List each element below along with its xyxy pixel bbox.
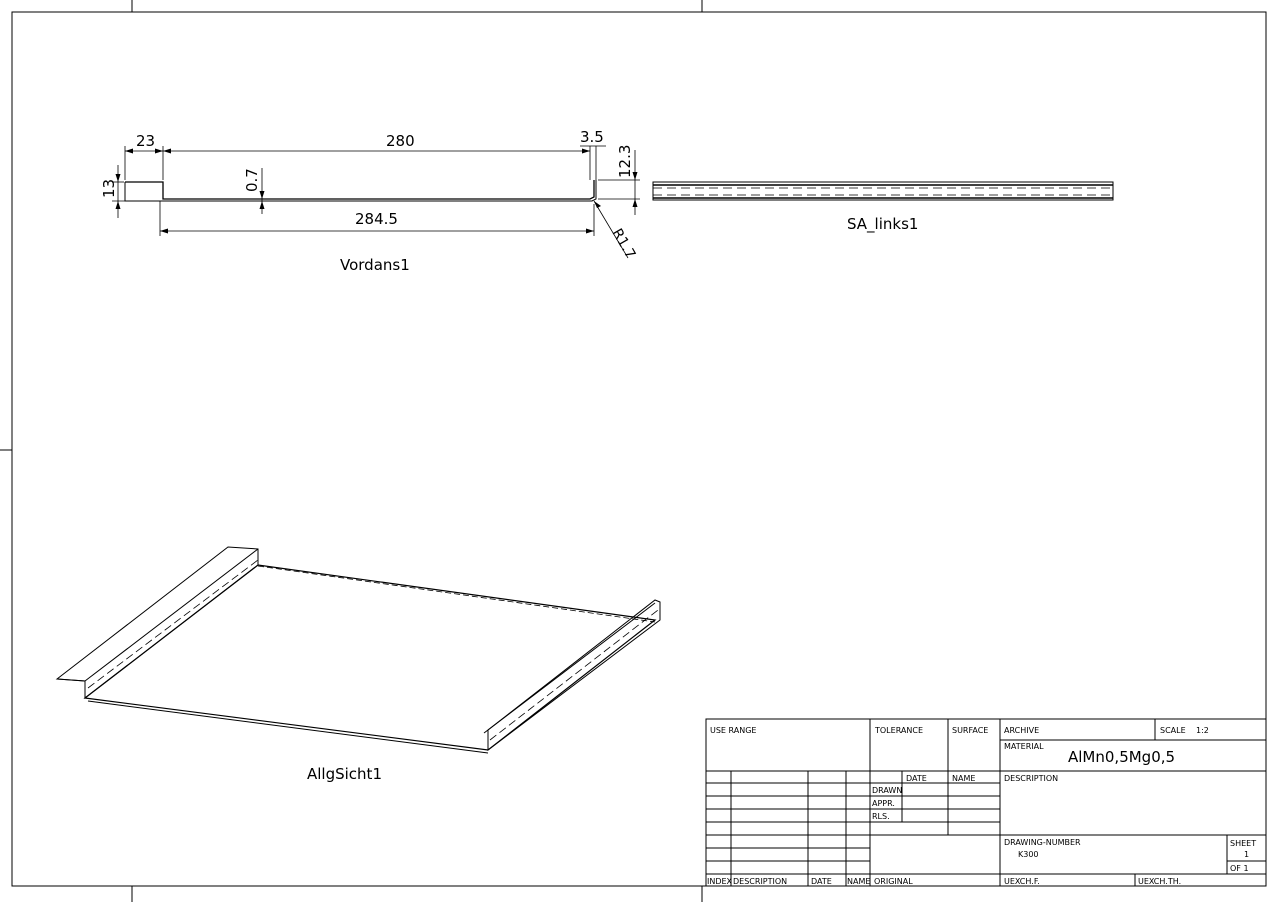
tb-material-value: AlMn0,5Mg0,5 xyxy=(1068,748,1175,766)
tb-of-label: OF 1 xyxy=(1230,864,1249,873)
title-block: USE RANGE TOLERANCE SURFACE ARCHIVE SCAL… xyxy=(705,718,1267,887)
tb-appr: APPR. xyxy=(872,799,895,808)
dim-r1-7: R1.7 xyxy=(609,226,639,262)
tb-archive: ARCHIVE xyxy=(1004,726,1039,735)
side-view: SA_links1 xyxy=(652,181,1114,234)
tb-drawing-number-label: DRAWING-NUMBER xyxy=(1004,838,1081,847)
tb-material-label: MATERIAL xyxy=(1004,742,1044,751)
dim-0-7: 0.7 xyxy=(243,168,261,192)
tb-use-range: USE RANGE xyxy=(710,726,756,735)
tb-index: INDEX xyxy=(707,877,733,886)
tb-scale-value: 1:2 xyxy=(1196,726,1209,735)
tb-sheet-value: 1 xyxy=(1244,850,1249,859)
tb-sheet-label: SHEET xyxy=(1230,839,1256,848)
tb-name: NAME xyxy=(952,774,975,783)
tb-exch-f: UEXCH.F. xyxy=(1004,877,1040,886)
tb-drawn: DRAWN xyxy=(872,786,902,795)
dim-23: 23 xyxy=(136,132,155,150)
front-view: 23 280 3.5 12.3 13 0.7 284.5 R1. xyxy=(100,128,640,274)
front-view-label: Vordans1 xyxy=(340,256,410,274)
tb-name2: NAME xyxy=(847,877,870,886)
tb-surface: SURFACE xyxy=(952,726,988,735)
iso-view: AllgSicht1 xyxy=(55,546,661,783)
tb-tolerance: TOLERANCE xyxy=(874,726,923,735)
tb-date2: DATE xyxy=(811,877,832,886)
tb-desc2: DESCRIPTION xyxy=(733,877,787,886)
iso-view-label: AllgSicht1 xyxy=(307,765,382,783)
tb-date: DATE xyxy=(906,774,927,783)
tb-original: ORIGINAL xyxy=(874,877,913,886)
dim-12-3: 12.3 xyxy=(616,145,634,178)
dim-13: 13 xyxy=(100,179,118,198)
tb-exch-th: UEXCH.TH. xyxy=(1138,877,1181,886)
tb-drawing-number-value: K300 xyxy=(1018,850,1039,859)
dim-284-5: 284.5 xyxy=(355,210,398,228)
front-profile-inner xyxy=(124,180,597,202)
dim-280: 280 xyxy=(386,132,415,150)
front-profile-outer xyxy=(125,180,595,200)
dim-3-5: 3.5 xyxy=(580,128,604,146)
tb-description: DESCRIPTION xyxy=(1004,774,1058,783)
tb-scale-label: SCALE xyxy=(1160,726,1186,735)
tb-rls: RLS. xyxy=(872,812,890,821)
side-view-label: SA_links1 xyxy=(847,215,918,234)
sheet-border xyxy=(11,11,1267,887)
